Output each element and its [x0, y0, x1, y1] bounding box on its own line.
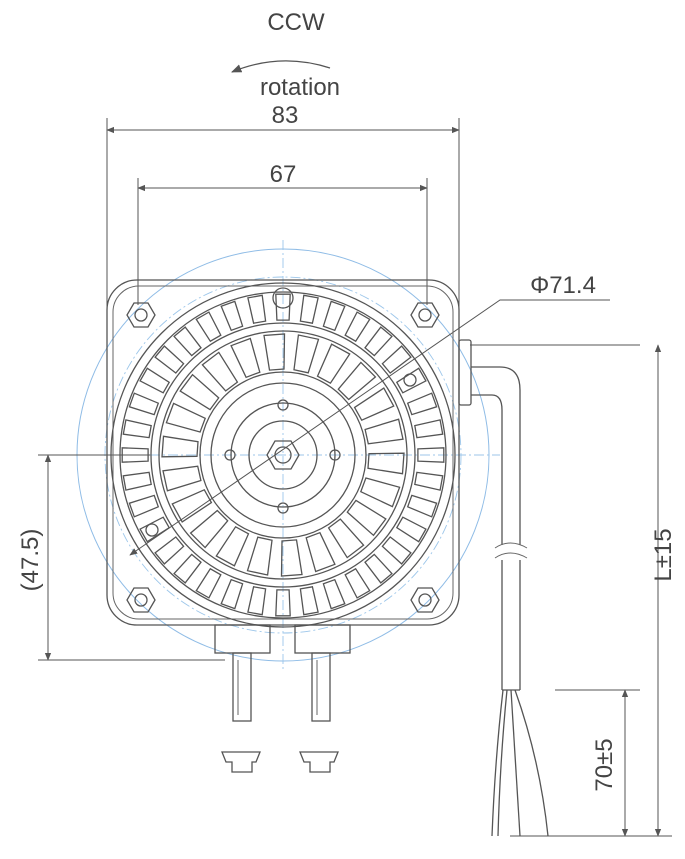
outer-fin [395, 516, 427, 543]
terminals [214, 624, 351, 773]
inner-fin [189, 509, 229, 549]
inner-fin [346, 499, 387, 537]
outer-fin [128, 392, 160, 416]
outer-fin [395, 367, 427, 394]
inner-fin [179, 373, 220, 411]
inner-fin [215, 525, 250, 567]
outer-fin [247, 586, 267, 616]
rotation-arrow [231, 60, 331, 73]
outer-fin [247, 294, 267, 324]
inner-fin [305, 531, 336, 573]
inner-fin [230, 337, 261, 379]
outer-fin [195, 567, 222, 599]
outer-fin [128, 494, 160, 518]
extension-lines [38, 118, 672, 837]
inner-fin [162, 465, 202, 492]
outer-cooling-fins [121, 293, 445, 617]
ccw-label: CCW [267, 9, 325, 36]
outer-fin [299, 294, 319, 324]
inner-fin [263, 333, 286, 371]
inner-fin [359, 477, 401, 508]
outer-fin [406, 494, 438, 518]
outer-fin [414, 471, 444, 491]
inner-fin [337, 361, 377, 401]
outer-fin [195, 311, 222, 343]
outer-fin [122, 471, 152, 491]
outer-fin [154, 345, 185, 374]
outer-fin [154, 536, 185, 565]
inner-fin [161, 435, 199, 458]
inner-fin [165, 402, 207, 433]
mounting-plate [106, 279, 460, 626]
outer-fin [406, 392, 438, 416]
outer-fin [414, 419, 444, 439]
inner-fin [293, 334, 320, 374]
inner-fin [201, 351, 239, 392]
rotor-hub [210, 382, 356, 528]
outer-fin [364, 553, 393, 584]
outer-fin [139, 367, 171, 394]
inner-fin [316, 343, 351, 385]
inner-fin [171, 488, 213, 523]
lead-length-label: L±15 [650, 528, 677, 581]
outer-fin [322, 300, 346, 332]
outer-fin [121, 447, 149, 463]
inner-fin [280, 539, 303, 577]
outer-fin [275, 589, 291, 617]
strip-length-label: 70±5 [591, 738, 618, 791]
inner-fin [353, 387, 395, 422]
outer-fin [139, 516, 171, 543]
outer-fin [381, 345, 412, 374]
outer-fin [299, 586, 319, 616]
inner-fin [327, 518, 365, 559]
outer-fin [417, 447, 445, 463]
inner-fin [367, 452, 405, 475]
mounting-holes [126, 287, 440, 613]
width-67-label: 67 [270, 161, 297, 188]
width-83-label: 83 [272, 102, 299, 129]
inner-fin [246, 536, 273, 576]
outer-fin [220, 578, 244, 610]
diameter-label: Φ71.4 [530, 272, 596, 299]
outer-fin [322, 578, 346, 610]
rotation-label: rotation [260, 74, 340, 101]
outer-fin [220, 300, 244, 332]
outer-fin [173, 553, 202, 584]
motor-housing [110, 282, 456, 628]
cable-assembly [458, 339, 549, 837]
outer-fin [364, 326, 393, 357]
inner-fin [364, 418, 404, 445]
outer-fin [122, 419, 152, 439]
diameter-leader [129, 299, 610, 556]
outer-fin [275, 293, 291, 321]
outer-fin [381, 536, 412, 565]
outer-fin [344, 567, 371, 599]
offset-47-5-label: (47.5) [17, 529, 44, 592]
inner-cooling-fins [161, 333, 405, 577]
outer-fin [173, 326, 202, 357]
outer-fin [344, 311, 371, 343]
